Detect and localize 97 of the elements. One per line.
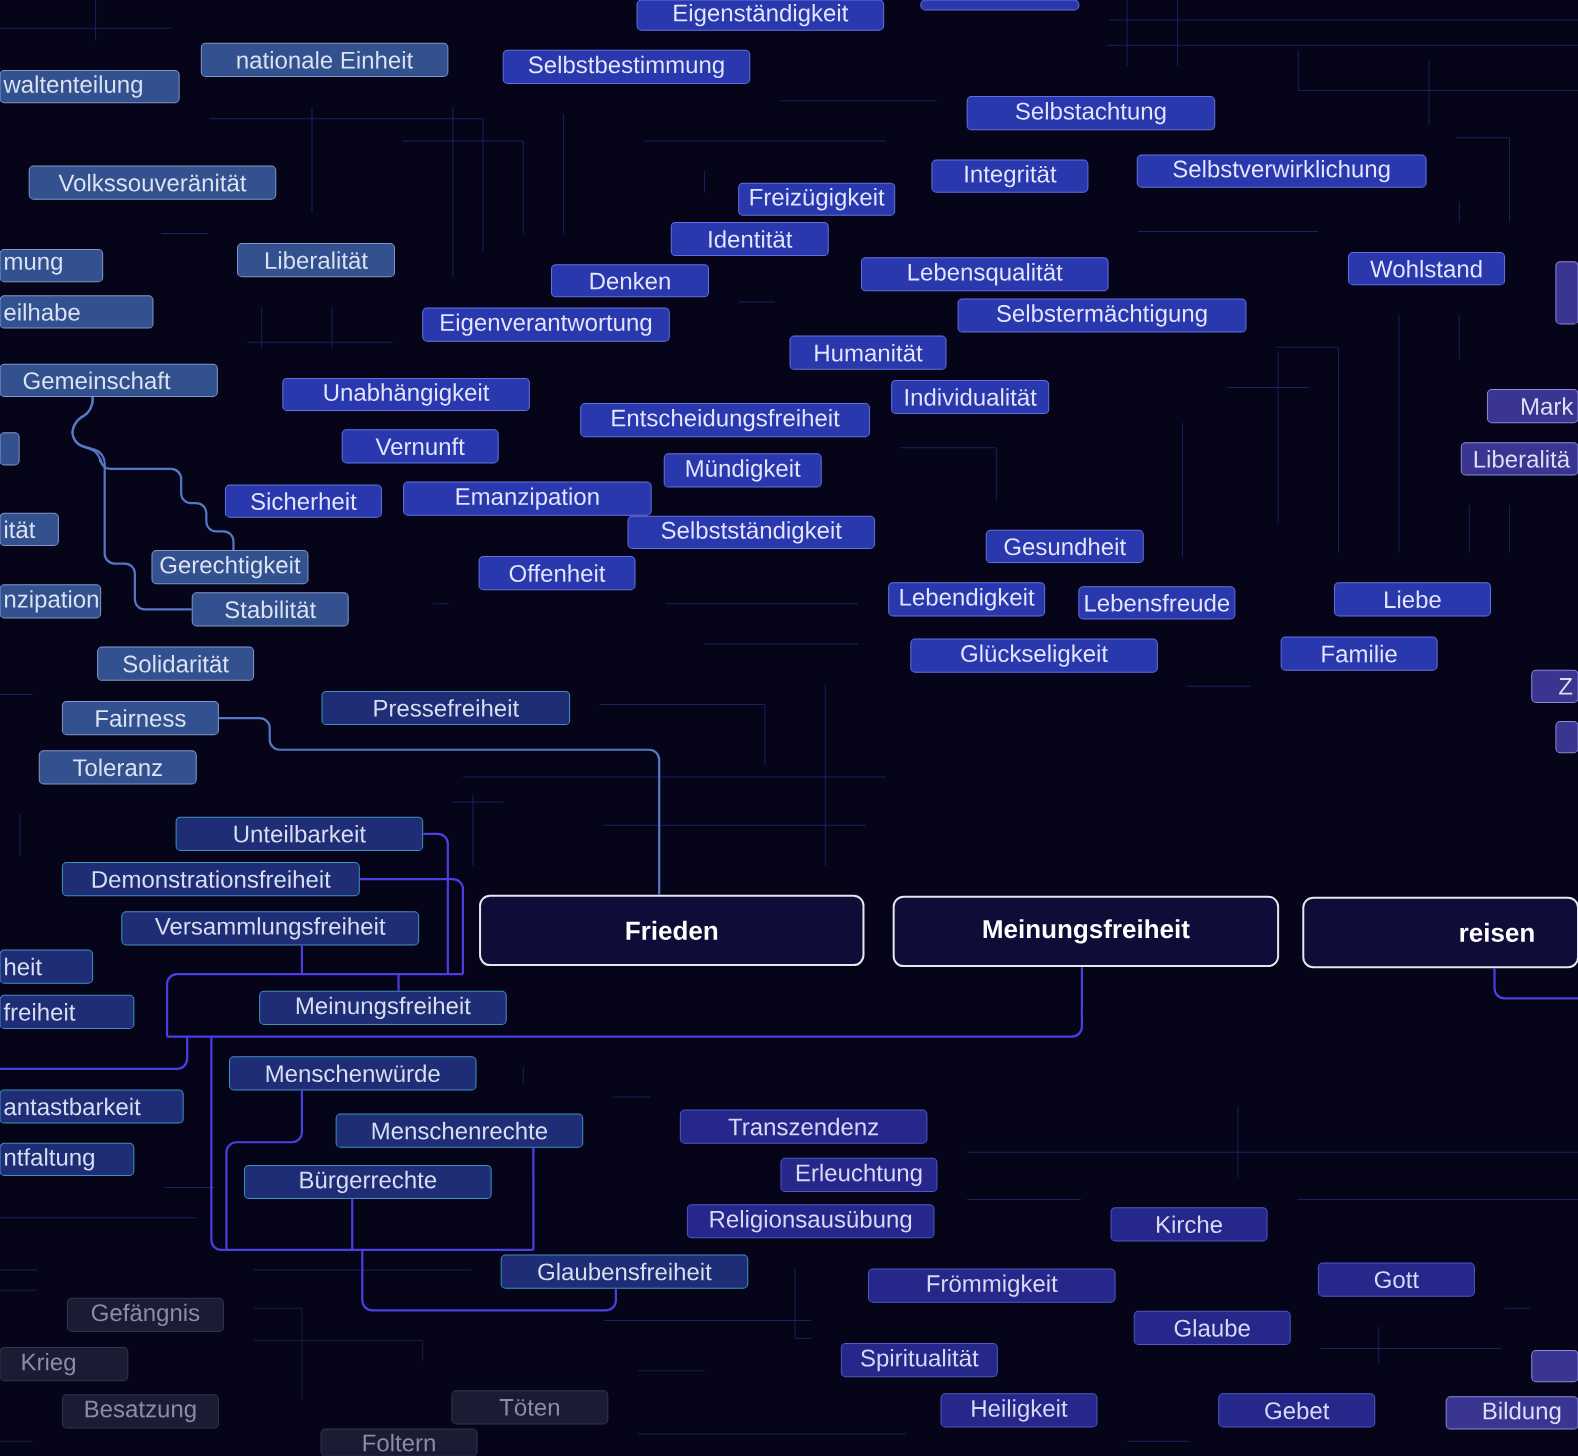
tag	[1555, 261, 1578, 325]
tag: Gerechtigkeit	[151, 549, 309, 585]
tag: Foltern	[320, 1428, 478, 1456]
tag: Sicherheit	[224, 484, 382, 518]
connector-line	[167, 967, 1083, 1038]
tag: Fairness	[61, 700, 219, 736]
tag: waltenteilung	[0, 69, 180, 104]
tag: Krieg	[0, 1346, 129, 1382]
tag: Emanzipation	[403, 481, 652, 516]
tag: Besatzung	[61, 1394, 219, 1429]
tag: Meinungsfreiheit	[259, 990, 507, 1025]
tag	[1555, 720, 1578, 754]
tag	[920, 0, 1080, 11]
tag: Denken	[551, 264, 709, 298]
tag: ntfaltung	[0, 1142, 135, 1176]
tag: nationale Einheit	[200, 42, 449, 77]
tag: Lebensqualität	[860, 257, 1109, 292]
tag: Pressefreiheit	[321, 690, 571, 725]
tag: Familie	[1280, 636, 1438, 671]
tag: freiheit	[0, 994, 135, 1029]
topic-box: Meinungsfreiheit	[892, 895, 1280, 967]
connector-line	[300, 945, 304, 975]
tag: Glückseligkeit	[910, 638, 1158, 673]
tag: Gefängnis	[66, 1297, 224, 1332]
tag: Mark	[1486, 388, 1578, 424]
tag: Integrität	[931, 159, 1089, 193]
tag	[1531, 1349, 1578, 1383]
tag: Glaubensfreiheit	[500, 1254, 749, 1289]
tag: Lebensfreude	[1078, 586, 1236, 620]
tag: Identität	[670, 221, 829, 256]
connector-line	[0, 1036, 189, 1070]
connector-line	[397, 974, 400, 991]
topic-box: Frieden	[479, 894, 865, 966]
tag: Bildung	[1445, 1396, 1578, 1430]
tag: Offenheit	[478, 555, 636, 591]
tag: Selbstverwirklichung	[1136, 154, 1427, 188]
connector-line	[1493, 968, 1578, 1000]
tag: mung	[0, 248, 104, 283]
tag	[0, 432, 20, 466]
tag: Demonstrationsfreiheit	[61, 861, 360, 897]
tag: Frömmigkeit	[868, 1268, 1116, 1303]
tag: Unteilbarkeit	[175, 816, 424, 851]
tag: Eigenverantwortung	[422, 307, 670, 342]
tag: Glaube	[1133, 1310, 1291, 1345]
connector-line	[71, 396, 192, 611]
tag: nzipation	[0, 584, 102, 619]
tag: Religionsausübung	[686, 1204, 935, 1239]
tag: Kirche	[1110, 1207, 1268, 1242]
tag: Eigenständigkeit	[636, 0, 885, 31]
tag: Z	[1531, 669, 1578, 703]
tag: Menschenrechte	[335, 1113, 584, 1148]
tag: heit	[0, 949, 94, 984]
tag: Gesundheit	[985, 529, 1144, 563]
connector-line	[218, 716, 661, 895]
tag: antastbarkeit	[0, 1089, 184, 1124]
tag: Humanität	[789, 335, 947, 370]
tag: Lebendigkeit	[888, 582, 1046, 617]
tag: Bürgerrechte	[244, 1164, 492, 1199]
tag: Selbstachtung	[966, 96, 1216, 131]
tag: Gemeinschaft	[0, 363, 218, 397]
tag: Liberalität	[237, 242, 395, 278]
connector-line	[210, 1036, 534, 1251]
connector-line	[225, 1090, 304, 1250]
tag: Heiligkeit	[940, 1393, 1098, 1428]
tag: Spiritualität	[840, 1342, 998, 1378]
tag: Erleuchtung	[780, 1157, 938, 1192]
tag: Toleranz	[38, 750, 197, 785]
tag: Entscheidungsfreiheit	[580, 402, 871, 438]
tag: Selbstermächtigung	[957, 298, 1247, 333]
tag: Transzendenz	[679, 1109, 928, 1144]
tag: Vernunft	[341, 429, 499, 464]
tag: Unabhängigkeit	[282, 377, 530, 411]
tag: Menschenwürde	[228, 1056, 477, 1091]
connector-line	[351, 1199, 354, 1250]
tag: Volkssouveränität	[28, 165, 277, 200]
topic-box: reisen	[1302, 896, 1578, 969]
tag: Liberalitä	[1460, 442, 1578, 476]
tag: Solidarität	[97, 646, 255, 681]
tag: Selbstbestimmung	[502, 49, 751, 84]
tag: ität	[0, 512, 59, 546]
tag: Freizügigkeit	[738, 182, 896, 216]
tag: Liebe	[1334, 582, 1491, 617]
connector-line	[359, 877, 465, 975]
tag: Selbstständigkeit	[627, 515, 876, 549]
connector-line	[165, 972, 463, 1037]
tag: eilhabe	[0, 295, 154, 329]
connector-line	[361, 1249, 617, 1312]
connector-line	[423, 832, 449, 975]
tag: Gebet	[1218, 1393, 1376, 1428]
tag: Gott	[1317, 1262, 1475, 1297]
tag: Mündigkeit	[663, 453, 822, 488]
tag: Versammlungsfreiheit	[121, 911, 420, 946]
tag: Individualität	[891, 379, 1050, 414]
tag: Wohlstand	[1348, 252, 1506, 286]
tag: Töten	[451, 1390, 609, 1425]
connector-line	[532, 1147, 535, 1250]
tag: Stabilität	[191, 592, 349, 627]
